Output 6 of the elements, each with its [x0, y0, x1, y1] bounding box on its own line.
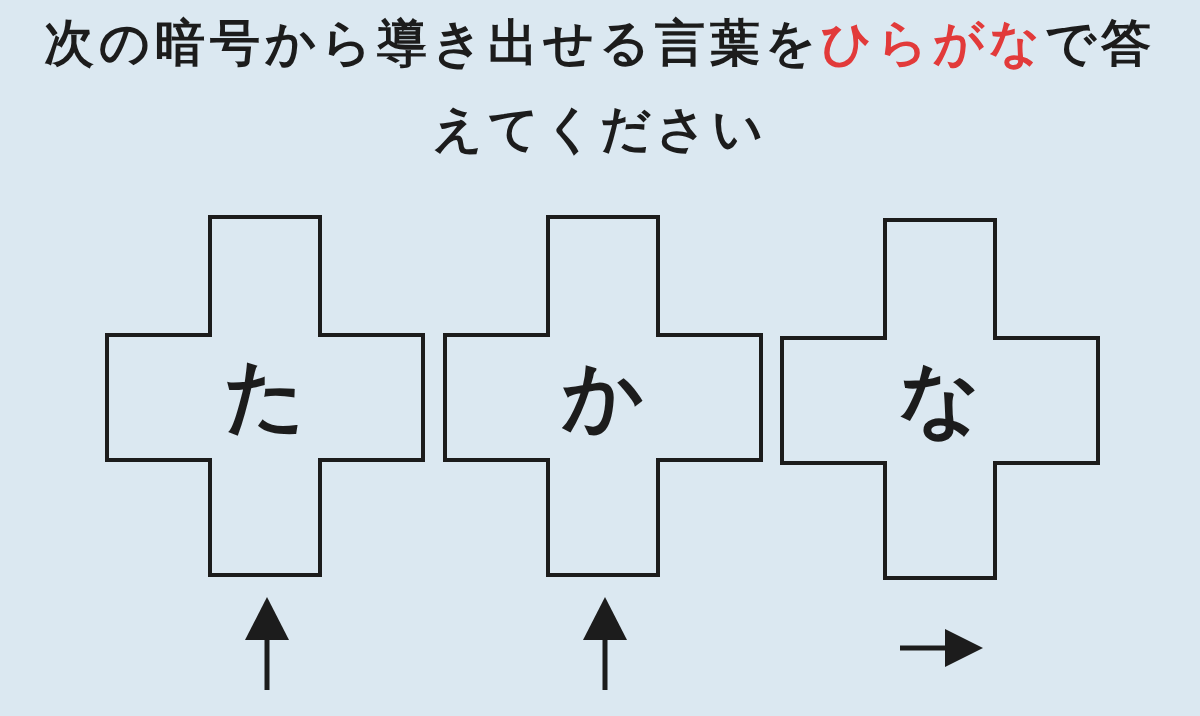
cross-box: [780, 218, 1100, 580]
node-label: た: [224, 356, 306, 436]
cross-box: [105, 215, 425, 577]
cross-box: [443, 215, 763, 577]
title: 次の暗号から導き出せる言葉をひらがなで答えてください: [43, 13, 1157, 160]
node-label: か: [562, 356, 644, 436]
